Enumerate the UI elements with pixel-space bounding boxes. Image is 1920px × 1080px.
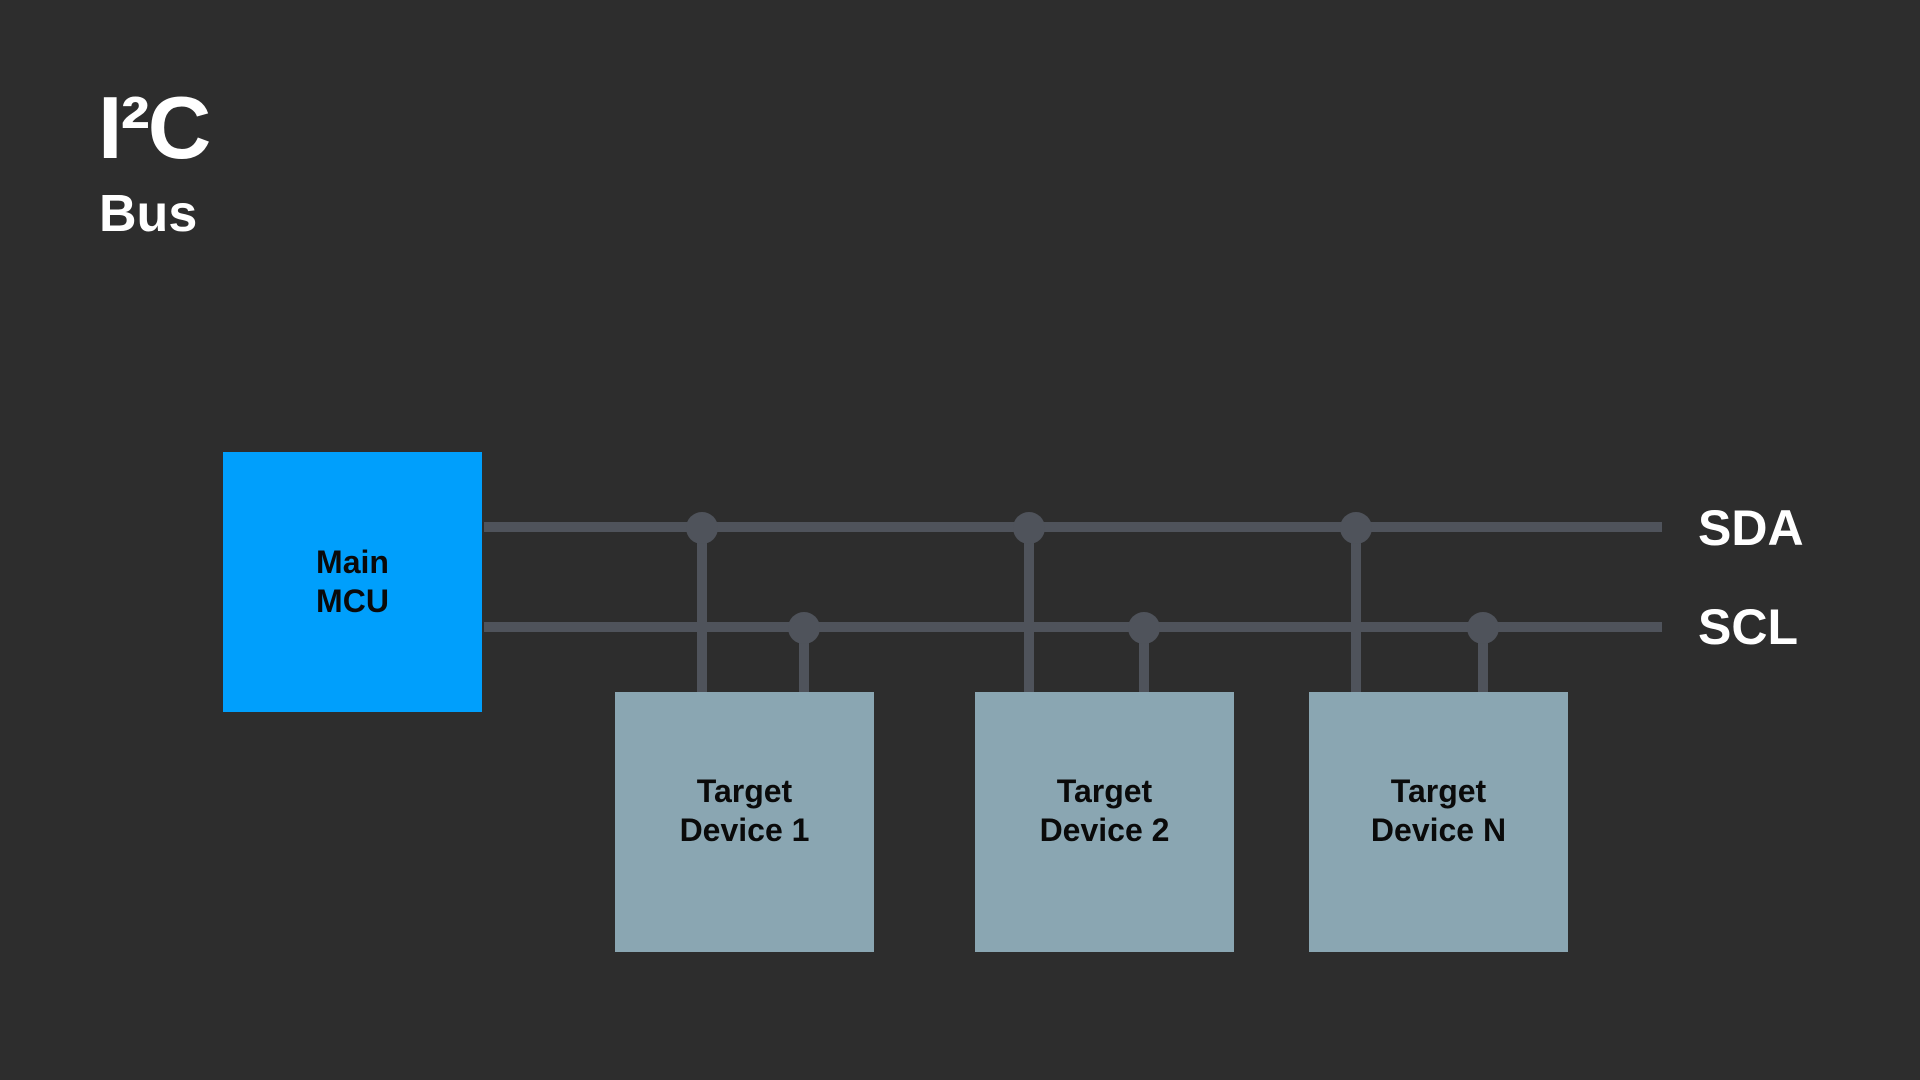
target-device-n-label: Target Device N (1370, 773, 1507, 848)
target-device-n-block: Target Device N (1309, 692, 1568, 952)
page-subtitle: Bus (99, 185, 198, 243)
main-mcu-block: Main MCU (223, 452, 482, 712)
target-device-2-label: Target Device 2 (1039, 773, 1170, 848)
page-title: I²C (98, 78, 211, 177)
target-device-2-block: Target Device 2 (975, 692, 1234, 952)
sda-junction-target-n (1340, 512, 1372, 544)
scl-label: SCL (1698, 599, 1798, 655)
sda-label: SDA (1698, 500, 1804, 556)
target-device-1-block: Target Device 1 (615, 692, 874, 952)
scl-junction-target-n (1467, 612, 1499, 644)
target-device-1-label: Target Device 1 (679, 773, 810, 848)
scl-junction-target-2 (1128, 612, 1160, 644)
scl-junction-target-1 (788, 612, 820, 644)
main-mcu-label: Main MCU (316, 544, 389, 619)
sda-junction-target-2 (1013, 512, 1045, 544)
sda-junction-target-1 (686, 512, 718, 544)
